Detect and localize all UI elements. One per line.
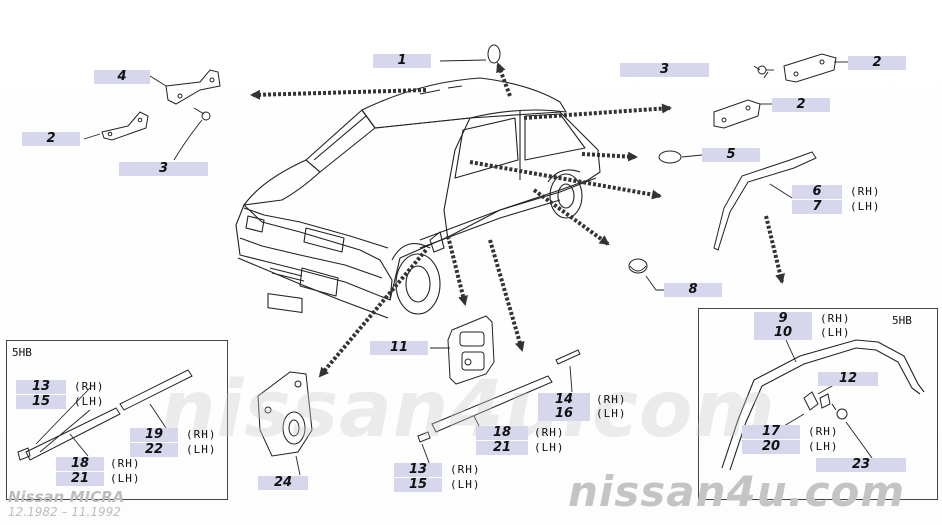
callout-15-centre-side: (LH) — [450, 478, 481, 491]
bracket-2-right-mid — [713, 99, 761, 129]
callout-4: 4 — [94, 70, 150, 84]
callout-7-side: (LH) — [850, 200, 881, 213]
inset-frame-left — [6, 340, 228, 500]
callout-18-left: 18 — [56, 457, 104, 471]
clip-23 — [831, 403, 848, 420]
callout-23: 23 — [816, 458, 906, 472]
callout-21-left: 21 — [56, 472, 104, 486]
pointer-arrows — [250, 62, 785, 378]
callout-18-left-side: (RH) — [110, 457, 141, 470]
moulding-6-7 — [713, 151, 817, 251]
callout-14-side: (RH) — [596, 393, 627, 406]
moulding-left-inset — [17, 369, 193, 461]
callout-19-side: (RH) — [186, 428, 217, 441]
callout-9-side: (RH) — [820, 312, 851, 325]
callout-12: 12 — [818, 372, 878, 386]
callout-1: 1 — [373, 54, 431, 68]
callout-8: 8 — [664, 283, 722, 297]
callout-10: 10 — [754, 326, 812, 340]
callout-21-left-side: (LH) — [110, 472, 141, 485]
callout-21-centre: 21 — [476, 441, 528, 455]
callout-3-left: 3 — [119, 162, 208, 176]
clip-1 — [487, 44, 501, 64]
bracket-4 — [165, 69, 221, 105]
callout-17: 17 — [742, 425, 800, 439]
inset-label-right: 5HB — [892, 314, 912, 327]
callout-13-centre: 13 — [394, 463, 442, 477]
callout-22-side: (LH) — [186, 443, 217, 456]
callout-15-centre: 15 — [394, 478, 442, 492]
watermark-center: nissan4u.com — [160, 365, 776, 455]
callout-15-left-side: (LH) — [74, 395, 105, 408]
callout-16: 16 — [538, 407, 590, 421]
callout-13-centre-side: (RH) — [450, 463, 481, 476]
inset-frame-right — [698, 308, 938, 500]
callout-21-centre-side: (LH) — [534, 441, 565, 454]
bracket-11 — [447, 315, 495, 385]
callout-20-side: (LH) — [808, 440, 839, 453]
callout-2-right-top: 2 — [848, 56, 906, 70]
bracket-2-right-top — [753, 53, 837, 83]
callout-2-left: 2 — [22, 132, 80, 146]
watermark-years: 12.1982 – 11.1992 — [8, 505, 121, 519]
callout-5: 5 — [702, 148, 760, 162]
callout-15-left: 15 — [16, 395, 66, 409]
watermark-model: Nissan MICRA — [8, 488, 125, 506]
leader-lines — [35, 59, 873, 477]
callout-3-right: 3 — [620, 63, 709, 77]
callout-16-side: (LH) — [596, 407, 627, 420]
inset-label-left: 5HB — [12, 346, 32, 359]
callout-13-left-side: (RH) — [74, 380, 105, 393]
car-outline — [235, 77, 601, 319]
callout-18-centre: 18 — [476, 426, 528, 440]
callout-7: 7 — [792, 200, 842, 214]
callout-24: 24 — [258, 476, 308, 490]
moulding-18-21-centre — [417, 375, 553, 443]
gusset-24 — [257, 371, 313, 457]
callout-14: 14 — [538, 393, 590, 407]
moulding-right-inset — [721, 339, 925, 471]
callout-6: 6 — [792, 185, 842, 199]
callout-13-left: 13 — [16, 380, 66, 394]
callout-22: 22 — [130, 443, 178, 457]
callout-9: 9 — [754, 312, 812, 326]
callout-10-side: (LH) — [820, 326, 851, 339]
callout-6-side: (RH) — [850, 185, 881, 198]
callout-11: 11 — [370, 341, 428, 355]
seal-5 — [658, 150, 682, 164]
callout-20: 20 — [742, 440, 800, 454]
callout-2-right-mid: 2 — [772, 98, 830, 112]
callout-19: 19 — [130, 428, 178, 442]
callout-18-centre-side: (RH) — [534, 426, 565, 439]
watermark-bottom-right: nissan4u.com — [568, 467, 906, 516]
moulding-14-16 — [555, 349, 581, 365]
callout-17-side: (RH) — [808, 425, 839, 438]
bracket-2-left — [101, 111, 149, 141]
cap-8 — [628, 258, 648, 274]
clip-12 — [803, 391, 831, 411]
clip-3 — [193, 107, 211, 121]
